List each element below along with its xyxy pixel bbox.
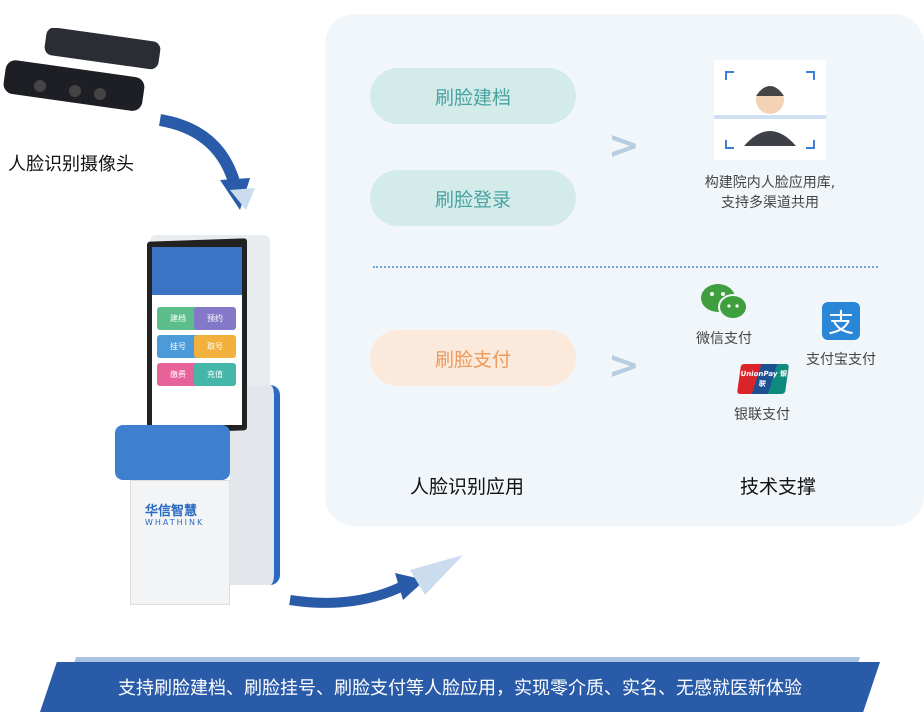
arrow-kiosk-to-panel-icon — [289, 555, 463, 608]
face-login-pill: 刷脸登录 — [370, 170, 576, 226]
face-register-pill: 刷脸建档 — [370, 68, 576, 124]
face-scan-icon — [714, 60, 826, 160]
kiosk-tile: 充值 — [194, 363, 236, 386]
camera-label: 人脸识别摄像头 — [8, 154, 134, 175]
face-library-desc-2: 支持多渠道共用 — [721, 195, 819, 211]
kiosk-tile: 建档 — [157, 307, 199, 330]
kiosk-tile: 预约 — [194, 307, 236, 330]
unionpay-icon: UnionPay 银联 — [736, 364, 790, 394]
kiosk-brand-en: WHATHINK — [145, 518, 205, 527]
unionpay-logo-text: UnionPay 银联 — [739, 370, 788, 388]
kiosk-image: 建档 预约 挂号 取号 缴费 充值 华信智慧 WHATHINK — [110, 235, 280, 615]
chevron-right-icon: > — [608, 343, 640, 387]
summary-banner-text: 支持刷脸建档、刷脸挂号、刷脸支付等人脸应用，实现零介质、实名、无感就医新体验 — [118, 678, 802, 699]
wechat-pay-label: 微信支付 — [696, 331, 752, 347]
summary-banner: 支持刷脸建档、刷脸挂号、刷脸支付等人脸应用，实现零介质、实名、无感就医新体验 — [40, 662, 880, 712]
tech-support-caption: 技术支撑 — [740, 476, 817, 498]
face-camera-image — [0, 27, 165, 118]
chevron-right-icon: > — [608, 123, 640, 167]
wechat-pay-icon — [701, 284, 748, 320]
face-library-desc-1: 构建院内人脸应用库, — [704, 175, 836, 191]
alipay-label: 支付宝支付 — [806, 352, 876, 368]
face-pay-pill: 刷脸支付 — [370, 330, 576, 386]
divider — [373, 266, 878, 268]
arrow-camera-to-kiosk-icon — [158, 114, 255, 210]
kiosk-tile: 挂号 — [157, 335, 199, 358]
kiosk-brand: 华信智慧 — [145, 504, 198, 519]
face-apps-caption: 人脸识别应用 — [410, 476, 525, 498]
alipay-icon: 支 — [822, 302, 860, 340]
alipay-glyph: 支 — [827, 308, 854, 339]
kiosk-tile: 取号 — [194, 335, 236, 358]
unionpay-label: 银联支付 — [734, 407, 790, 423]
kiosk-tile: 缴费 — [157, 363, 199, 386]
